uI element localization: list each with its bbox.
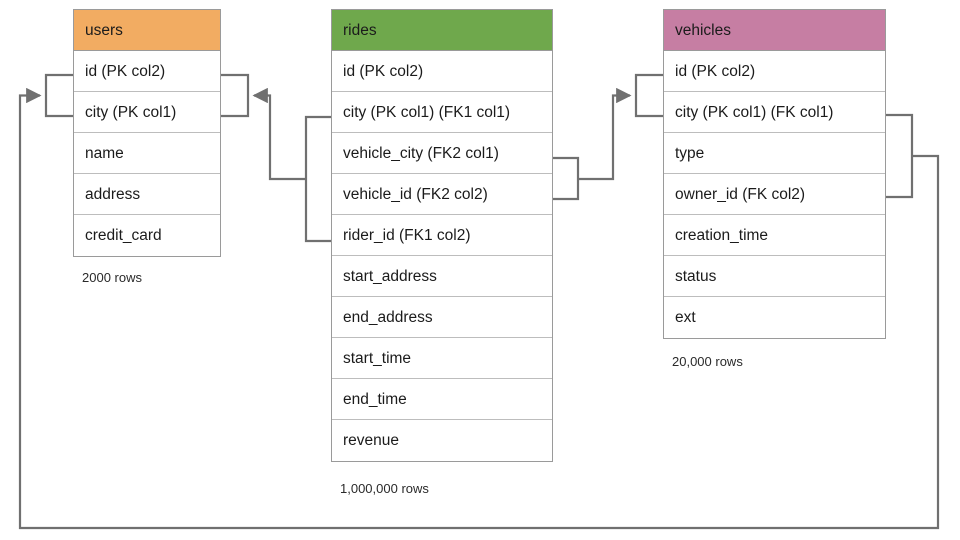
- entity-users-title: users: [74, 10, 220, 51]
- users-row-count: 2000 rows: [82, 270, 142, 285]
- field-rides-start-address[interactable]: start_address: [332, 256, 552, 297]
- users-right-key-bracket: [221, 73, 250, 118]
- field-vehicles-type[interactable]: type: [664, 133, 885, 174]
- wire-rides-fk2-to-vehicles: [578, 87, 632, 181]
- field-users-id[interactable]: id (PK col2): [74, 51, 220, 92]
- rides-fk1-bracket: [304, 115, 331, 243]
- vehicles-row-count: 20,000 rows: [672, 354, 743, 369]
- field-rides-end-time[interactable]: end_time: [332, 379, 552, 420]
- field-users-credit-card[interactable]: credit_card: [74, 215, 220, 256]
- field-rides-vehicle-id[interactable]: vehicle_id (FK2 col2): [332, 174, 552, 215]
- users-left-key-bracket: [44, 73, 73, 118]
- wire-rides-fk1-to-users: [252, 87, 306, 181]
- field-vehicles-creation-time[interactable]: creation_time: [664, 215, 885, 256]
- entity-vehicles[interactable]: vehicles id (PK col2) city (PK col1) (FK…: [663, 9, 886, 339]
- field-vehicles-owner-id[interactable]: owner_id (FK col2): [664, 174, 885, 215]
- field-rides-revenue[interactable]: revenue: [332, 420, 552, 461]
- entity-rides-title: rides: [332, 10, 552, 51]
- vehicles-fk-bracket: [886, 113, 914, 199]
- field-vehicles-status[interactable]: status: [664, 256, 885, 297]
- vehicles-left-key-bracket: [634, 73, 663, 118]
- entity-users[interactable]: users id (PK col2) city (PK col1) name a…: [73, 9, 221, 257]
- field-users-city[interactable]: city (PK col1): [74, 92, 220, 133]
- field-users-address[interactable]: address: [74, 174, 220, 215]
- entity-vehicles-title: vehicles: [664, 10, 885, 51]
- field-vehicles-ext[interactable]: ext: [664, 297, 885, 338]
- field-rides-end-address[interactable]: end_address: [332, 297, 552, 338]
- field-users-name[interactable]: name: [74, 133, 220, 174]
- entity-rides[interactable]: rides id (PK col2) city (PK col1) (FK1 c…: [331, 9, 553, 462]
- rides-row-count: 1,000,000 rows: [340, 481, 429, 496]
- rides-fk2-bracket: [553, 156, 580, 201]
- field-rides-city[interactable]: city (PK col1) (FK1 col1): [332, 92, 552, 133]
- field-vehicles-id[interactable]: id (PK col2): [664, 51, 885, 92]
- field-vehicles-city[interactable]: city (PK col1) (FK col1): [664, 92, 885, 133]
- field-rides-rider-id[interactable]: rider_id (FK1 col2): [332, 215, 552, 256]
- field-rides-id[interactable]: id (PK col2): [332, 51, 552, 92]
- field-rides-start-time[interactable]: start_time: [332, 338, 552, 379]
- field-rides-vehicle-city[interactable]: vehicle_city (FK2 col1): [332, 133, 552, 174]
